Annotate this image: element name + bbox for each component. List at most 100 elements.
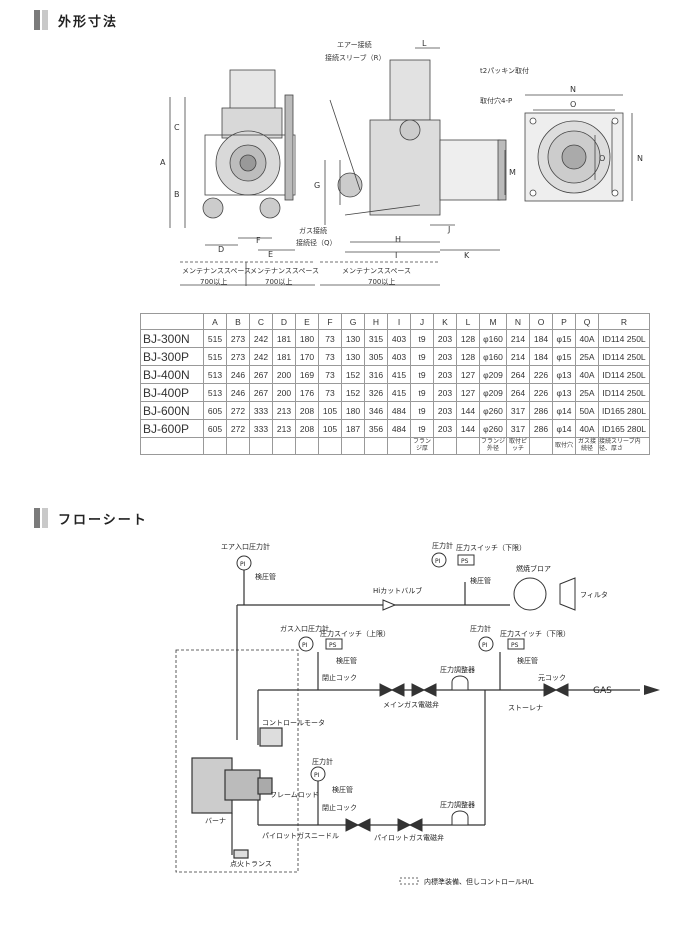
pilot-gauge	[310, 766, 326, 782]
table-cell: 170	[295, 347, 319, 366]
table-cell: 130	[341, 329, 365, 348]
note-Q: ガス接続径	[575, 437, 599, 455]
table-cell: 73	[318, 329, 342, 348]
blower-gauge	[431, 552, 447, 568]
svg-text:F: F	[256, 236, 261, 245]
table-cell: ID165 280L	[598, 419, 650, 438]
table-cell: 180	[341, 401, 365, 420]
table-cell: φ160	[479, 347, 507, 366]
table-cell: 513	[203, 383, 227, 402]
table-cell: 25A	[575, 347, 599, 366]
table-cell: φ209	[479, 383, 507, 402]
table-cell: 208	[295, 419, 319, 438]
svg-text:PI: PI	[482, 642, 488, 649]
table-cell: t9	[410, 365, 434, 384]
svg-text:D: D	[218, 245, 224, 254]
table-cell: 246	[226, 365, 250, 384]
svg-text:圧力計: 圧力計	[470, 624, 491, 633]
table-cell: 513	[203, 365, 227, 384]
svg-text:L: L	[422, 39, 427, 48]
table-cell: φ260	[479, 401, 507, 420]
table-cell: 181	[272, 347, 296, 366]
table-cell: 203	[433, 365, 457, 384]
table-cell: 264	[506, 383, 530, 402]
gas-inlet-arrow	[644, 685, 660, 695]
ps-high	[325, 638, 343, 650]
table-cell: 273	[226, 329, 250, 348]
table-cell: 246	[226, 383, 250, 402]
svg-text:Hiカットバルブ: Hiカットバルブ	[373, 586, 422, 595]
table-cell: 515	[203, 347, 227, 366]
table-cell: φ260	[479, 419, 507, 438]
svg-text:PS: PS	[511, 642, 519, 649]
table-cell: φ13	[552, 383, 576, 402]
label-700-3: 700以上	[368, 277, 395, 286]
table-cell: ID114 250L	[598, 365, 650, 384]
svg-text:PI: PI	[435, 558, 441, 565]
table-cell: 515	[203, 329, 227, 348]
model-cell: BJ-300N	[140, 329, 204, 348]
control-motor-box	[259, 727, 283, 747]
model-cell: BJ-400N	[140, 365, 204, 384]
table-cell: t9	[410, 383, 434, 402]
table-cell: t9	[410, 401, 434, 420]
label-maint-space-1: メンテナンススペース	[182, 267, 251, 275]
table-cell: 203	[433, 383, 457, 402]
table-cell: 415	[387, 365, 411, 384]
table-cell: 273	[226, 347, 250, 366]
table-cell: 73	[318, 365, 342, 384]
label-sleeve: 接続スリーブ（R）	[325, 53, 385, 62]
label-gasket: t2パッキン取付	[480, 66, 529, 75]
gas-inlet-gauge	[298, 636, 314, 652]
svg-text:GAS: GAS	[593, 686, 612, 696]
table-note-row: フランジ厚 フランジ外径 取付ピッチ 取付穴 ガス接続径 接続スリーブ内径、厚さ	[140, 437, 650, 455]
svg-text:E: E	[268, 250, 273, 259]
table-cell: 403	[387, 347, 411, 366]
table-cell: 403	[387, 329, 411, 348]
dimension-drawing: A B C D E F G H I J K L M N O N O エアー接続 …	[160, 39, 643, 286]
table-cell: 127	[456, 365, 480, 384]
svg-text:C: C	[174, 123, 180, 132]
table-cell: 184	[529, 329, 553, 348]
table-cell: 180	[295, 329, 319, 348]
legend-dashed-box	[399, 877, 419, 885]
svg-text:ガス入口圧力計: ガス入口圧力計	[280, 624, 329, 633]
standard-equipment-box	[175, 649, 299, 873]
label-maint-space-3: メンテナンススペース	[342, 267, 411, 275]
table-cell: 176	[295, 383, 319, 402]
note-J: フランジ厚	[410, 437, 434, 455]
svg-text:圧力計: 圧力計	[312, 757, 333, 766]
table-cell: 264	[506, 365, 530, 384]
table-cell: 605	[203, 401, 227, 420]
ps-blower	[457, 554, 475, 566]
table-cell: 105	[318, 419, 342, 438]
table-cell: 226	[529, 365, 553, 384]
label-conn-dia: 接続径（Q）	[296, 238, 337, 247]
svg-text:N: N	[570, 85, 576, 94]
table-cell: 73	[318, 383, 342, 402]
table-cell: 40A	[575, 419, 599, 438]
svg-text:PI: PI	[302, 642, 308, 649]
note-R: 接続スリーブ内径、厚さ	[598, 437, 650, 455]
note-N: 取付ピッチ	[506, 437, 530, 455]
table-cell: 203	[433, 419, 457, 438]
table-cell: t9	[410, 329, 434, 348]
table-cell: 286	[529, 419, 553, 438]
label-700-2: 700以上	[265, 277, 292, 286]
title-bar-light	[42, 508, 48, 528]
dimensions-title-text: 外形寸法	[58, 14, 119, 30]
table-cell: t9	[410, 419, 434, 438]
svg-text:PS: PS	[329, 642, 337, 649]
table-cell: ID114 250L	[598, 329, 650, 348]
table-cell: 128	[456, 347, 480, 366]
table-cell: 169	[295, 365, 319, 384]
table-cell: 305	[364, 347, 388, 366]
table-cell: 213	[272, 419, 296, 438]
svg-text:ストーレナ: ストーレナ	[508, 704, 543, 712]
table-cell: φ14	[552, 419, 576, 438]
flow-sheet: エア入口圧力計 PI 検圧管 圧力計 圧力スイッチ（下限） PI PS 検圧管 …	[175, 541, 660, 886]
table-cell: 40A	[575, 365, 599, 384]
svg-text:閉止コック: 閉止コック	[322, 803, 357, 812]
svg-text:K: K	[464, 251, 470, 260]
